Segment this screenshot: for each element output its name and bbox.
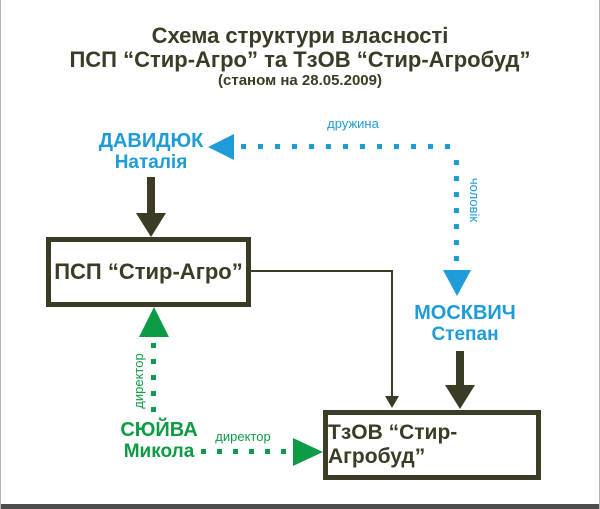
husband-arrowhead-icon (443, 270, 471, 296)
person-siuiva: СЮЙВА Микола (75, 419, 243, 462)
siuiva-first-name: Микола (123, 441, 195, 462)
psp-to-tzov-arrowhead-icon (385, 396, 399, 408)
siuiva-surname: СЮЙВА (120, 419, 198, 441)
title-date-line: (станом на 28.05.2009) (218, 72, 382, 89)
company-box-tzov: ТзОВ “Стир-Агробуд” (323, 410, 541, 480)
psp-label: ПСП “Стир-Агро” (54, 259, 243, 284)
director-psp-arrowhead-icon (139, 307, 169, 337)
director-tzov-arrowhead-icon (293, 438, 323, 466)
director-psp-dotted-line (151, 343, 156, 419)
davydiuk-first-name: Наталія (114, 152, 188, 173)
husband-dotted-line (454, 160, 459, 266)
psp-to-tzov-line-vertical (391, 270, 393, 398)
moskvych-first-name: Степан (431, 324, 499, 345)
title-line-2: ПСП “Стир-Агро” та ТзОВ “Стир-Агробуд” (69, 47, 531, 72)
title-line-1: Схема структури власності (151, 23, 449, 48)
moskvych-ownership-arrow-shaft (456, 351, 464, 387)
davydiuk-ownership-arrowhead-icon (136, 213, 166, 237)
director-psp-label: директор (131, 353, 146, 409)
wife-dotted-line (241, 144, 459, 149)
moskvych-surname: МОСКВИЧ (414, 302, 516, 324)
person-moskvych: МОСКВИЧ Степан (381, 302, 549, 345)
davydiuk-ownership-arrow-shaft (147, 177, 155, 215)
wife-label: дружина (327, 116, 379, 131)
wife-arrowhead-icon (208, 134, 234, 160)
person-davydiuk: ДАВИДЮК Наталія (67, 130, 235, 173)
bottom-frame-bar (1, 504, 599, 509)
davydiuk-surname: ДАВИДЮК (98, 130, 204, 152)
diagram-title: Схема структури власності ПСП “Стир-Агро… (1, 24, 599, 90)
company-box-psp: ПСП “Стир-Агро” (46, 237, 251, 307)
tzov-label: ТзОВ “Стир-Агробуд” (328, 421, 458, 468)
psp-to-tzov-line-horizontal (251, 270, 393, 272)
director-tzov-label: директор (215, 429, 271, 444)
husband-label: чоловік (467, 177, 482, 223)
moskvych-ownership-arrowhead-icon (445, 385, 475, 409)
director-tzov-dotted-line (201, 449, 289, 454)
